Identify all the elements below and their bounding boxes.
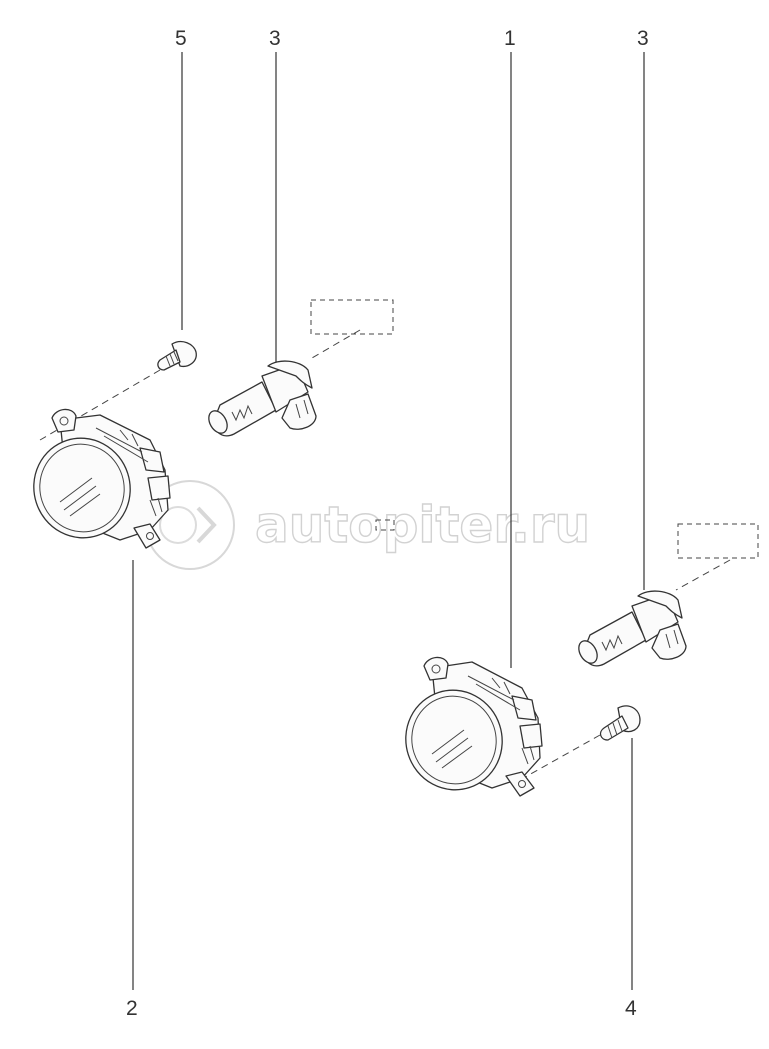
assembly-line-bulb-left [311,329,361,359]
screw-4 [599,705,641,741]
fog-lamp-1 [405,656,543,797]
reference-mark-center [375,519,395,531]
reference-box-right [677,523,759,559]
callout-1: 1 [504,27,516,50]
watermark-text: autopiter.ru [255,496,590,554]
watermark: autopiter.ru [145,480,591,570]
callout-3-right: 3 [637,27,649,50]
watermark-logo-inner [159,506,197,544]
reference-box-left [310,299,394,335]
assembly-line-screw-right [519,734,601,781]
watermark-arrow-icon [196,506,217,544]
callout-3-left: 3 [269,27,281,50]
assembly-line-bulb-right [675,559,731,591]
fog-lamp-2 [33,408,171,549]
screw-5 [157,340,197,371]
bulb-3-left [208,360,317,437]
callout-4: 4 [625,997,637,1020]
bulb-3-right [578,590,687,667]
callout-5: 5 [175,27,187,50]
callout-2: 2 [126,997,138,1020]
